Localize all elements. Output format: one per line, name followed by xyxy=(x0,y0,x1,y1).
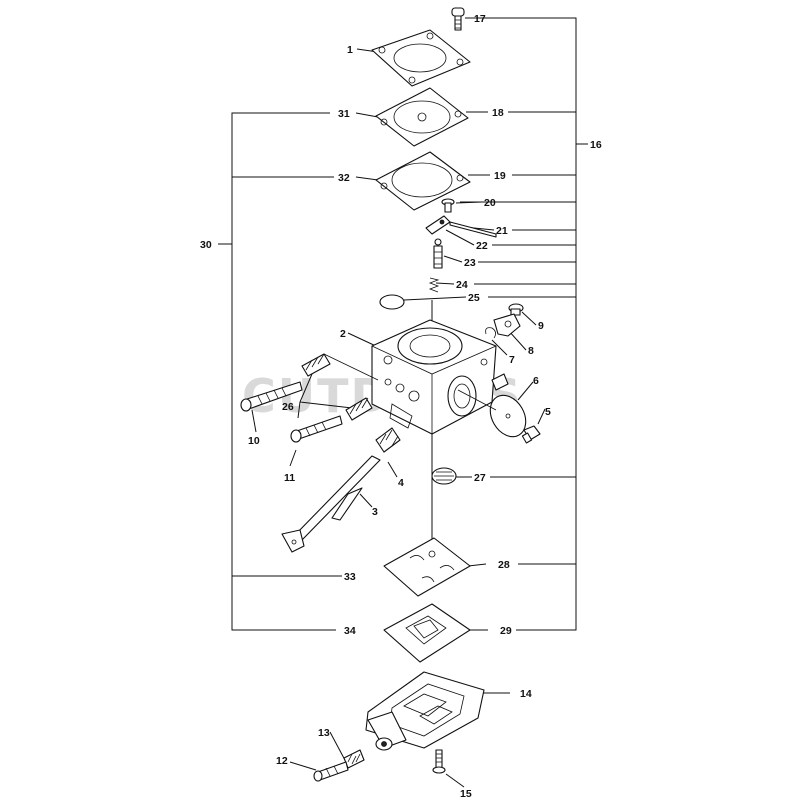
label-30: 30 xyxy=(200,239,212,251)
part-29-plate xyxy=(383,603,471,663)
part-17-screw xyxy=(451,7,465,31)
label-34: 34 xyxy=(344,625,356,637)
label-6: 6 xyxy=(533,375,539,387)
part-23-needle xyxy=(433,238,443,269)
label-9: 9 xyxy=(538,320,544,332)
part-22-lever xyxy=(425,215,451,235)
label-20: 20 xyxy=(484,197,496,209)
label-25: 25 xyxy=(468,292,480,304)
bracket-lines xyxy=(218,17,588,631)
label-27: 27 xyxy=(474,472,486,484)
part-24-spring xyxy=(428,277,440,293)
label-13: 13 xyxy=(318,727,330,739)
part-5-screw xyxy=(521,425,541,444)
label-7: 7 xyxy=(509,354,515,366)
label-1: 1 xyxy=(347,44,353,56)
part-6-disc xyxy=(457,389,527,438)
label-3: 3 xyxy=(372,506,378,518)
label-32: 32 xyxy=(338,172,350,184)
part-labels: 1 17 31 18 16 32 19 20 21 30 22 23 24 25… xyxy=(200,13,602,800)
label-26: 26 xyxy=(282,401,294,413)
part-8-lever xyxy=(493,313,521,337)
part-14-pump-housing xyxy=(365,671,485,751)
part-3-shaft xyxy=(281,455,381,553)
label-29: 29 xyxy=(500,625,512,637)
part-25-plug xyxy=(379,294,405,310)
part-11-screw xyxy=(290,415,343,443)
part-15-screw xyxy=(432,749,446,774)
part-27-filter xyxy=(431,467,457,485)
label-10: 10 xyxy=(248,435,260,447)
label-21: 21 xyxy=(496,225,508,237)
label-4: 4 xyxy=(398,477,404,489)
label-17: 17 xyxy=(474,13,486,25)
label-31: 31 xyxy=(338,108,350,120)
part-18-diaphragm xyxy=(375,87,469,147)
label-15: 15 xyxy=(460,788,472,800)
label-28: 28 xyxy=(498,559,510,571)
label-16: 16 xyxy=(590,139,602,151)
label-14: 14 xyxy=(520,688,532,700)
part-20-screw xyxy=(441,198,455,213)
part-19-gasket xyxy=(375,151,471,211)
label-8: 8 xyxy=(528,345,534,357)
part-12-screw xyxy=(313,761,349,782)
label-23: 23 xyxy=(464,257,476,269)
part-1-cover xyxy=(371,29,471,87)
part-28-gasket xyxy=(383,537,471,597)
label-5: 5 xyxy=(545,406,551,418)
part-21-pin xyxy=(449,221,497,238)
label-22: 22 xyxy=(476,240,488,252)
label-19: 19 xyxy=(494,170,506,182)
leader-lines xyxy=(251,17,546,788)
part-7-clip xyxy=(485,327,496,339)
part-10-screw xyxy=(240,381,303,412)
label-33: 33 xyxy=(344,571,356,583)
part-9-screw xyxy=(508,303,524,316)
label-11: 11 xyxy=(284,472,295,484)
part-26-springs xyxy=(301,353,401,453)
label-12: 12 xyxy=(276,755,288,767)
label-24: 24 xyxy=(456,279,468,291)
label-18: 18 xyxy=(492,107,504,119)
label-2: 2 xyxy=(340,328,346,340)
